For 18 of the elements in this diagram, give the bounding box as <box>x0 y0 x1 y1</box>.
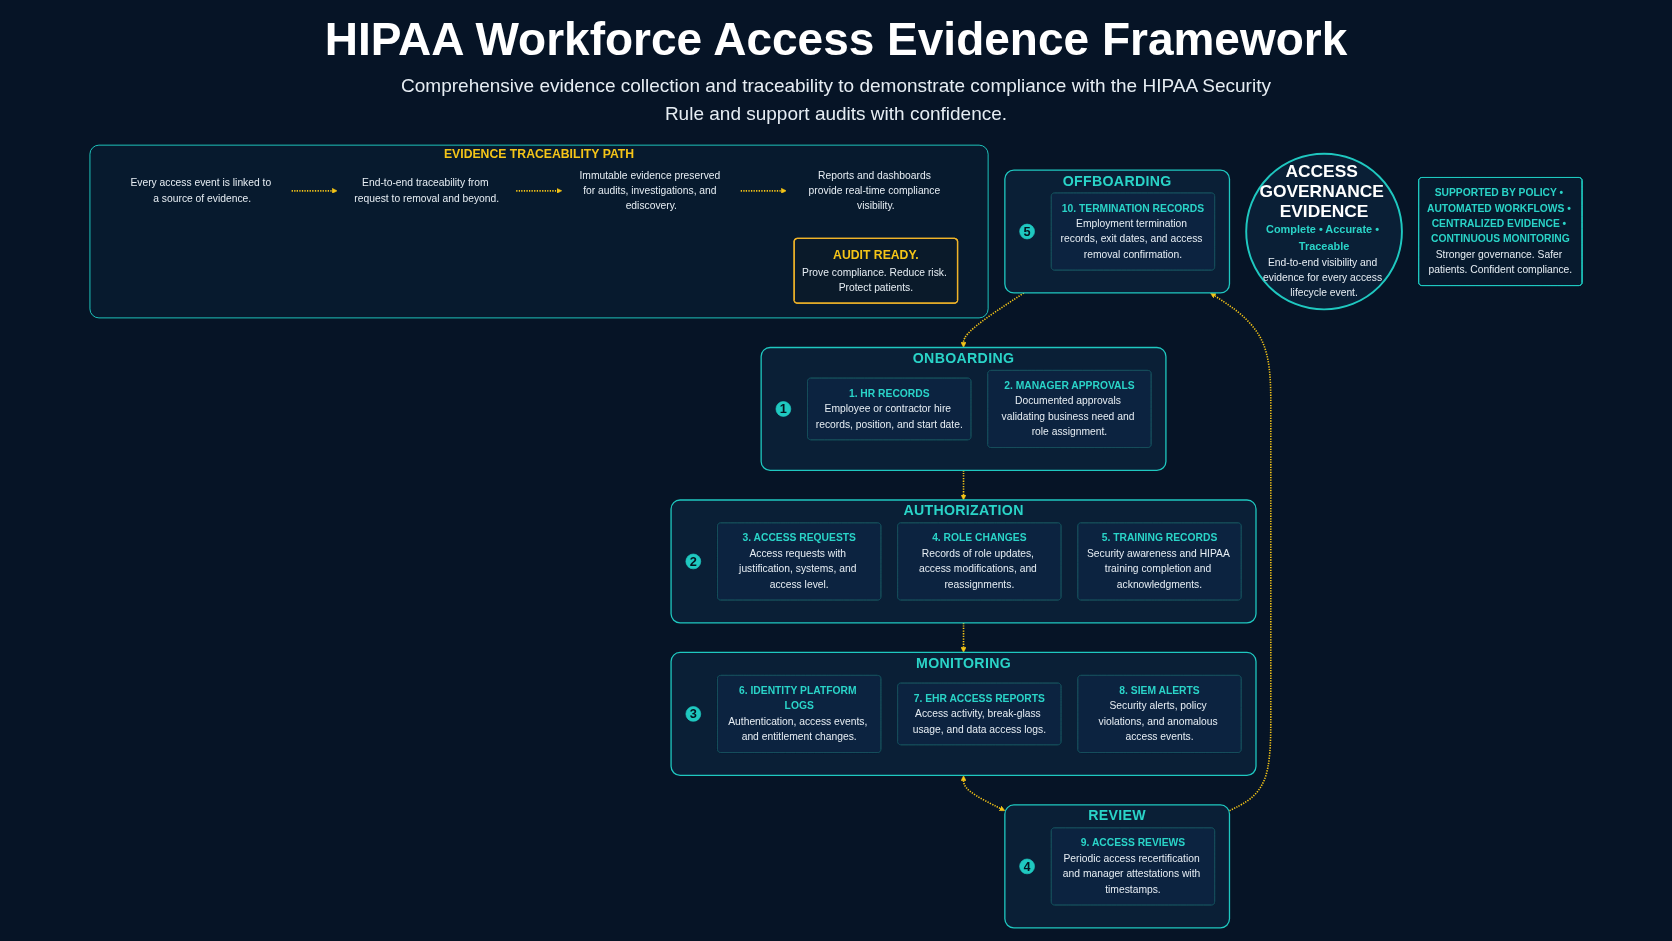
arrow <box>739 188 787 194</box>
node-text: End-to-end traceability from request to removal and beyond. <box>354 177 500 204</box>
node-circle: ACCESS GOVERNANCE EVIDENCE Complete • Accurate • Traceable End-to-end visibility and evidence for every access lifecycle event. <box>1245 152 1403 311</box>
subtitle-text: Comprehensive evidence collection and traceability to demonstrate compliance with the HIPAA Security Rule and support audits with confidence. <box>400 74 1272 126</box>
node-circle: 2 <box>685 553 702 570</box>
arrow <box>515 188 563 194</box>
node-circle: 5 <box>1019 223 1035 240</box>
node-text: Every access event is linked to a source of evidence. <box>130 177 272 204</box>
arrow <box>290 188 338 194</box>
title-heading: HIPAA Workforce Access Evidence Framework <box>324 12 1348 66</box>
node-text: Immutable evidence preserved for audits, investigations, and ediscovery. <box>579 169 721 212</box>
arrow <box>1210 292 1272 812</box>
node-text: Reports and dashboards provide real-time compliance visibility. <box>808 169 941 212</box>
node-circle: 4 <box>1019 858 1035 875</box>
arrow <box>960 622 967 653</box>
node-circle: 1 <box>775 401 792 417</box>
arrow <box>960 292 1025 348</box>
node-circle: 3 <box>685 706 702 722</box>
